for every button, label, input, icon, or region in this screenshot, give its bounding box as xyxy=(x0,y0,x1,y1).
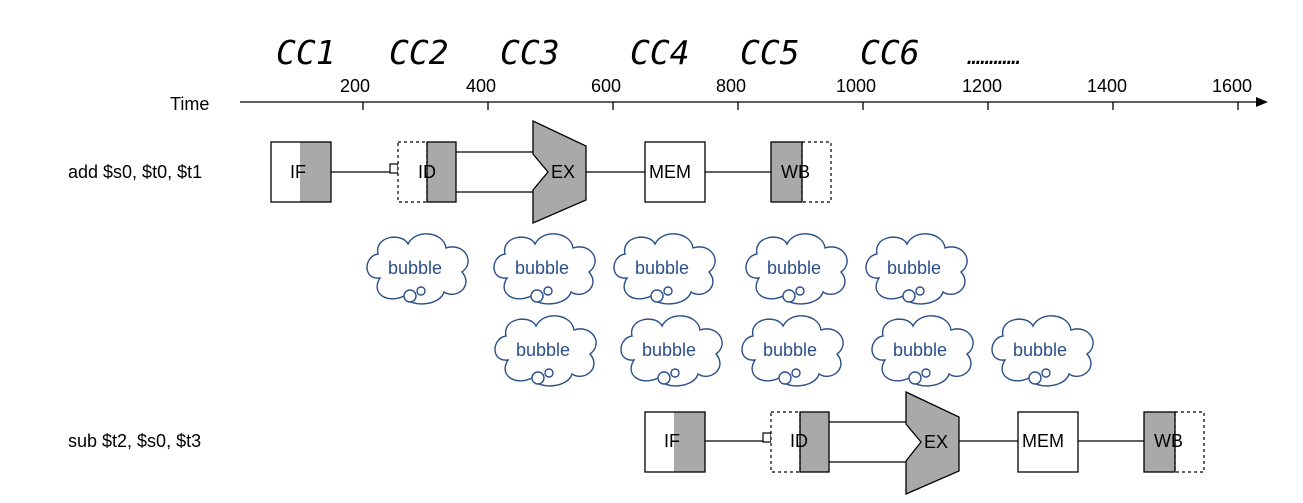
cc-label: CC2 xyxy=(389,33,449,72)
alu-shape xyxy=(532,119,587,224)
bubble: bubble xyxy=(493,233,596,305)
if-shaded-half xyxy=(300,142,331,202)
tick-label: 400 xyxy=(466,76,496,96)
tick-label: 1200 xyxy=(962,76,1002,96)
wb-box xyxy=(770,141,803,203)
wb-dashed-right xyxy=(1174,411,1205,473)
id-shaded-half xyxy=(800,412,829,472)
ex-label: EX xyxy=(551,162,575,182)
if-shaded-half xyxy=(674,412,705,472)
if-label: IF xyxy=(290,162,306,182)
stage-ex: EX xyxy=(905,390,960,495)
instruction-sub-pipeline: sub $t2, $s0, $t3 IF ID EX MEM xyxy=(68,390,1205,495)
stage-id: ID xyxy=(397,141,457,203)
mem-label: MEM xyxy=(649,162,691,182)
id-box xyxy=(426,141,457,203)
instruction-add-pipeline: add $s0, $t0, $t1 IF ID EX MEM xyxy=(68,119,832,224)
bubble-label: bubble xyxy=(388,258,442,278)
id-box xyxy=(799,411,830,473)
id-label: ID xyxy=(418,162,436,182)
bubble: bubble xyxy=(620,315,723,387)
stage-wb: WB xyxy=(770,141,832,203)
register-tab xyxy=(762,432,772,443)
cc-label: CC6 xyxy=(860,33,920,72)
cc-label: CC3 xyxy=(500,33,560,72)
bubble: bubble xyxy=(494,315,597,387)
wb-shaded-half xyxy=(1144,412,1175,472)
bubble-label: bubble xyxy=(1013,340,1067,360)
mem-box xyxy=(644,141,706,203)
tick-label: 600 xyxy=(591,76,621,96)
if-box xyxy=(644,411,706,473)
timeline-arrowhead xyxy=(1256,97,1268,107)
bubble-row-1: bubble bubble bubble bubble bubble xyxy=(366,233,968,305)
bubble: bubble xyxy=(865,233,968,305)
instruction-label: sub $t2, $s0, $t3 xyxy=(68,431,201,451)
cc-label: CC5 xyxy=(740,33,800,72)
bubble: bubble xyxy=(741,315,844,387)
mem-label: MEM xyxy=(1022,431,1064,451)
cc-label: CC1 xyxy=(276,33,336,72)
tick-label: 1000 xyxy=(836,76,876,96)
clock-cycle-labels: CC1 CC2 CC3 CC4 CC5 CC6 ………… xyxy=(276,33,1021,72)
wb-box xyxy=(1143,411,1176,473)
bubble-label: bubble xyxy=(767,258,821,278)
bubble: bubble xyxy=(871,315,974,387)
stage-mem: MEM xyxy=(1017,411,1079,473)
cc-label-ellipsis: ………… xyxy=(967,45,1021,70)
timeline: Time 200 400 600 800 1000 1200 1400 1600 xyxy=(170,76,1268,114)
id-dashed-left xyxy=(770,411,801,473)
wb-shaded-half xyxy=(771,142,802,202)
bubble-label: bubble xyxy=(642,340,696,360)
tick-label: 1400 xyxy=(1087,76,1127,96)
tick-label: 800 xyxy=(716,76,746,96)
stage-if: IF xyxy=(270,141,332,203)
stage-mem: MEM xyxy=(644,141,706,203)
register-tab xyxy=(389,163,399,174)
mem-box xyxy=(1017,411,1079,473)
wb-label: WB xyxy=(781,162,810,182)
bubble-label: bubble xyxy=(635,258,689,278)
wb-label: WB xyxy=(1154,431,1183,451)
tick-label: 200 xyxy=(340,76,370,96)
id-dashed-left xyxy=(397,141,428,203)
bubble-label: bubble xyxy=(763,340,817,360)
id-shaded-half xyxy=(427,142,456,202)
timeline-ticks xyxy=(362,102,1239,110)
id-label: ID xyxy=(790,431,808,451)
stage-wb: WB xyxy=(1143,411,1205,473)
timeline-title: Time xyxy=(170,94,209,114)
bubble-label: bubble xyxy=(515,258,569,278)
instruction-label: add $s0, $t0, $t1 xyxy=(68,162,202,182)
stage-ex: EX xyxy=(532,119,587,224)
bubble-label: bubble xyxy=(893,340,947,360)
bubble-label: bubble xyxy=(516,340,570,360)
bubble: bubble xyxy=(991,315,1094,387)
bubble-row-2: bubble bubble bubble bubble bubble xyxy=(494,315,1094,387)
cc-label: CC4 xyxy=(630,33,690,72)
alu-shape xyxy=(905,390,960,495)
bubble: bubble xyxy=(613,233,716,305)
wb-dashed-right xyxy=(801,141,832,203)
ex-label: EX xyxy=(924,432,948,452)
bubble: bubble xyxy=(745,233,848,305)
bubble: bubble xyxy=(366,233,469,305)
stage-id: ID xyxy=(770,411,830,473)
bubble-label: bubble xyxy=(887,258,941,278)
stage-if: IF xyxy=(644,411,706,473)
tick-label: 1600 xyxy=(1212,76,1252,96)
if-label: IF xyxy=(664,431,680,451)
